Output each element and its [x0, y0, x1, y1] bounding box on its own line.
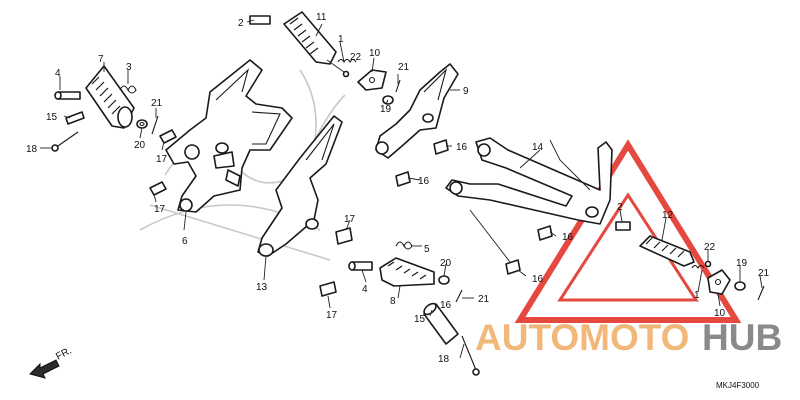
- callout-21: 21: [398, 62, 410, 73]
- callout-17: 17: [156, 154, 168, 165]
- callout-15: 15: [46, 112, 58, 123]
- callout-16: 16: [532, 274, 544, 285]
- step-holder-left: [165, 59, 293, 213]
- diagram-code: MKJ4F3000: [716, 381, 760, 390]
- callout-21: 21: [758, 268, 770, 279]
- front-arrow-icon: [29, 359, 60, 379]
- callout-1: 1: [338, 34, 344, 45]
- callout-1: 1: [694, 290, 700, 301]
- front-direction-indicator: FR.: [29, 345, 74, 379]
- callout-16: 16: [440, 300, 452, 311]
- callout-18: 18: [26, 144, 38, 155]
- callout-7: 7: [98, 54, 104, 65]
- callout-20: 20: [440, 258, 452, 269]
- callout-6: 6: [182, 236, 188, 247]
- callout-15: 15: [414, 314, 426, 325]
- callout-17: 17: [326, 310, 338, 321]
- callout-16: 16: [562, 232, 574, 243]
- callout-16: 16: [418, 176, 430, 187]
- callout-2: 2: [617, 202, 623, 213]
- callout-13: 13: [256, 282, 268, 293]
- callout-12: 12: [662, 210, 674, 221]
- passenger-footpeg-right: [615, 221, 765, 301]
- watermark-word-hub: HUB: [702, 317, 782, 358]
- callout-21: 21: [151, 98, 163, 109]
- callout-10: 10: [369, 48, 381, 59]
- callout-17: 17: [344, 214, 356, 225]
- callout-20: 20: [134, 140, 146, 151]
- passenger-footpeg-left: [348, 241, 480, 376]
- rider-footpeg-left: [51, 65, 177, 196]
- callout-8: 8: [390, 296, 396, 307]
- callout-19: 19: [736, 258, 748, 269]
- callout-labels: 1122344567891010111213141515161616161617…: [26, 12, 770, 365]
- callout-18: 18: [438, 354, 450, 365]
- step-holder-center: [257, 115, 353, 297]
- callout-17: 17: [154, 204, 166, 215]
- callout-4: 4: [55, 68, 61, 79]
- rider-footpeg-right: [249, 11, 459, 187]
- callout-5: 5: [424, 244, 430, 255]
- leader-lines: [40, 19, 763, 359]
- callout-10: 10: [714, 308, 726, 319]
- callout-14: 14: [532, 142, 544, 153]
- callout-3: 3: [126, 62, 132, 73]
- callout-22: 22: [704, 242, 716, 253]
- callout-22: 22: [350, 52, 362, 63]
- passenger-step-bracket: [445, 137, 613, 275]
- callout-16: 16: [456, 142, 468, 153]
- watermark-word-automoto: AUTOMOTO: [475, 317, 689, 358]
- callout-4: 4: [362, 284, 368, 295]
- callout-19: 19: [380, 104, 392, 115]
- front-label: FR.: [54, 345, 73, 362]
- callout-11: 11: [316, 12, 327, 23]
- callout-21: 21: [478, 294, 490, 305]
- callout-9: 9: [463, 86, 469, 97]
- watermark-logo: AUTOMOTO HUB: [475, 139, 782, 358]
- callout-2: 2: [238, 18, 244, 29]
